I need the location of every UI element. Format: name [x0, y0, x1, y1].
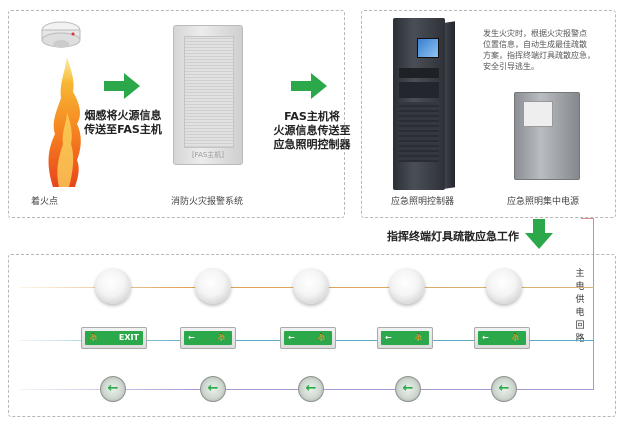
description-text: 发生火灾时，根据火灾报警点 位置信息，自动生成最佳疏散 方案，指挥终端灯具疏散应…	[483, 28, 595, 72]
green-down-arrow-icon	[525, 219, 553, 253]
supply-label-char: 路	[575, 334, 585, 344]
exit-sign-face: ← ⛹	[184, 331, 232, 345]
exit-sign: ← ⛹	[377, 327, 433, 349]
step2-line2: 火源信息传送至	[273, 124, 351, 137]
central-power-supply-box	[514, 92, 580, 180]
ceiling-emergency-light	[195, 268, 231, 304]
ceiling-emergency-light	[389, 268, 425, 304]
fas-system-label: 消防火灾报警系统	[171, 197, 244, 207]
exit-sign: ← ⛹	[280, 327, 336, 349]
step2-line1: FAS主机将	[284, 110, 340, 123]
supply-label-char: 电	[575, 308, 585, 318]
left-arrow-icon: ←	[107, 381, 119, 396]
floor-guide-light: ←	[100, 376, 126, 402]
controller-slot	[399, 82, 439, 98]
exit-text: EXIT	[118, 333, 139, 342]
step2-text: FAS主机将 火源信息传送至 应急照明控制器	[270, 110, 354, 152]
supply-label-char: 供	[575, 295, 585, 305]
left-arrow-icon: ←	[305, 381, 317, 396]
exit-sign-face: ← ⛹	[381, 331, 429, 345]
emergency-lighting-controller-cabinet	[393, 18, 445, 190]
exit-sign: ⛹ EXIT	[81, 327, 147, 349]
floor-guide-light: ←	[491, 376, 517, 402]
exit-sign: ← ⛹	[474, 327, 530, 349]
power-supply-label: 应急照明集中电源	[507, 197, 580, 207]
main-supply-line	[593, 218, 594, 390]
fire-flame-icon	[45, 52, 83, 187]
description-line2: 位置信息，自动生成最佳疏散	[483, 40, 587, 49]
running-man-icon: ⛹	[217, 333, 227, 342]
running-man-icon: ⛹	[89, 333, 99, 342]
running-man-icon: ⛹	[414, 333, 424, 342]
power-box-panel	[523, 101, 553, 127]
detection-group-box	[8, 10, 345, 218]
left-arrow-icon: ←	[482, 333, 489, 342]
exit-sign-face: ← ⛹	[284, 331, 332, 345]
step1-line1: 烟感将火源信息	[84, 109, 162, 122]
fire-point-label: 着火点	[31, 197, 59, 207]
exit-sign-face: ⛹ EXIT	[85, 331, 143, 345]
green-right-arrow-icon	[291, 73, 327, 99]
control-group-box	[361, 10, 616, 218]
description-line1: 发生火灾时，根据火灾报警点	[483, 29, 587, 38]
fas-host-grille	[184, 36, 234, 148]
exit-sign: ← ⛹	[180, 327, 236, 349]
supply-label-char: 回	[575, 321, 585, 331]
controller-vent	[399, 102, 439, 162]
green-right-arrow-icon	[104, 73, 140, 99]
left-arrow-icon: ←	[498, 381, 510, 396]
ceiling-emergency-light	[293, 268, 329, 304]
controller-slot	[399, 68, 439, 78]
fas-host-panel: [FAS主机]	[173, 25, 243, 165]
step1-text: 烟感将火源信息 传送至FAS主机	[82, 109, 164, 137]
controller-label: 应急照明控制器	[391, 197, 455, 207]
running-man-icon: ⛹	[511, 333, 521, 342]
step3-text: 指挥终端灯具疏散应急工作	[387, 230, 519, 243]
ceiling-emergency-light	[95, 268, 131, 304]
supply-label-char: 主	[575, 269, 585, 279]
main-supply-circuit-label: 主 电 供 电 回 路	[574, 268, 586, 346]
description-line4: 安全引导逃生。	[483, 62, 539, 71]
floor-guide-light: ←	[395, 376, 421, 402]
step2-line3: 应急照明控制器	[273, 138, 351, 151]
description-line3: 方案，指挥终端灯具疏散应急，	[483, 51, 595, 60]
left-arrow-icon: ←	[207, 381, 219, 396]
running-man-icon: ⛹	[317, 333, 327, 342]
smoke-detector-icon	[37, 20, 85, 52]
ceiling-emergency-light	[486, 268, 522, 304]
floor-guide-light: ←	[298, 376, 324, 402]
left-arrow-icon: ←	[188, 333, 195, 342]
controller-screen	[417, 38, 439, 58]
left-arrow-icon: ←	[288, 333, 295, 342]
step1-line2: 传送至FAS主机	[84, 123, 162, 136]
fas-host-screen-text: [FAS主机]	[191, 151, 225, 159]
left-arrow-icon: ←	[385, 333, 392, 342]
supply-line-connector	[581, 218, 594, 219]
floor-guide-light: ←	[200, 376, 226, 402]
controller-cabinet-side	[445, 21, 455, 189]
exit-sign-face: ← ⛹	[478, 331, 526, 345]
terminal-fixtures-box	[8, 254, 616, 417]
left-arrow-icon: ←	[402, 381, 414, 396]
